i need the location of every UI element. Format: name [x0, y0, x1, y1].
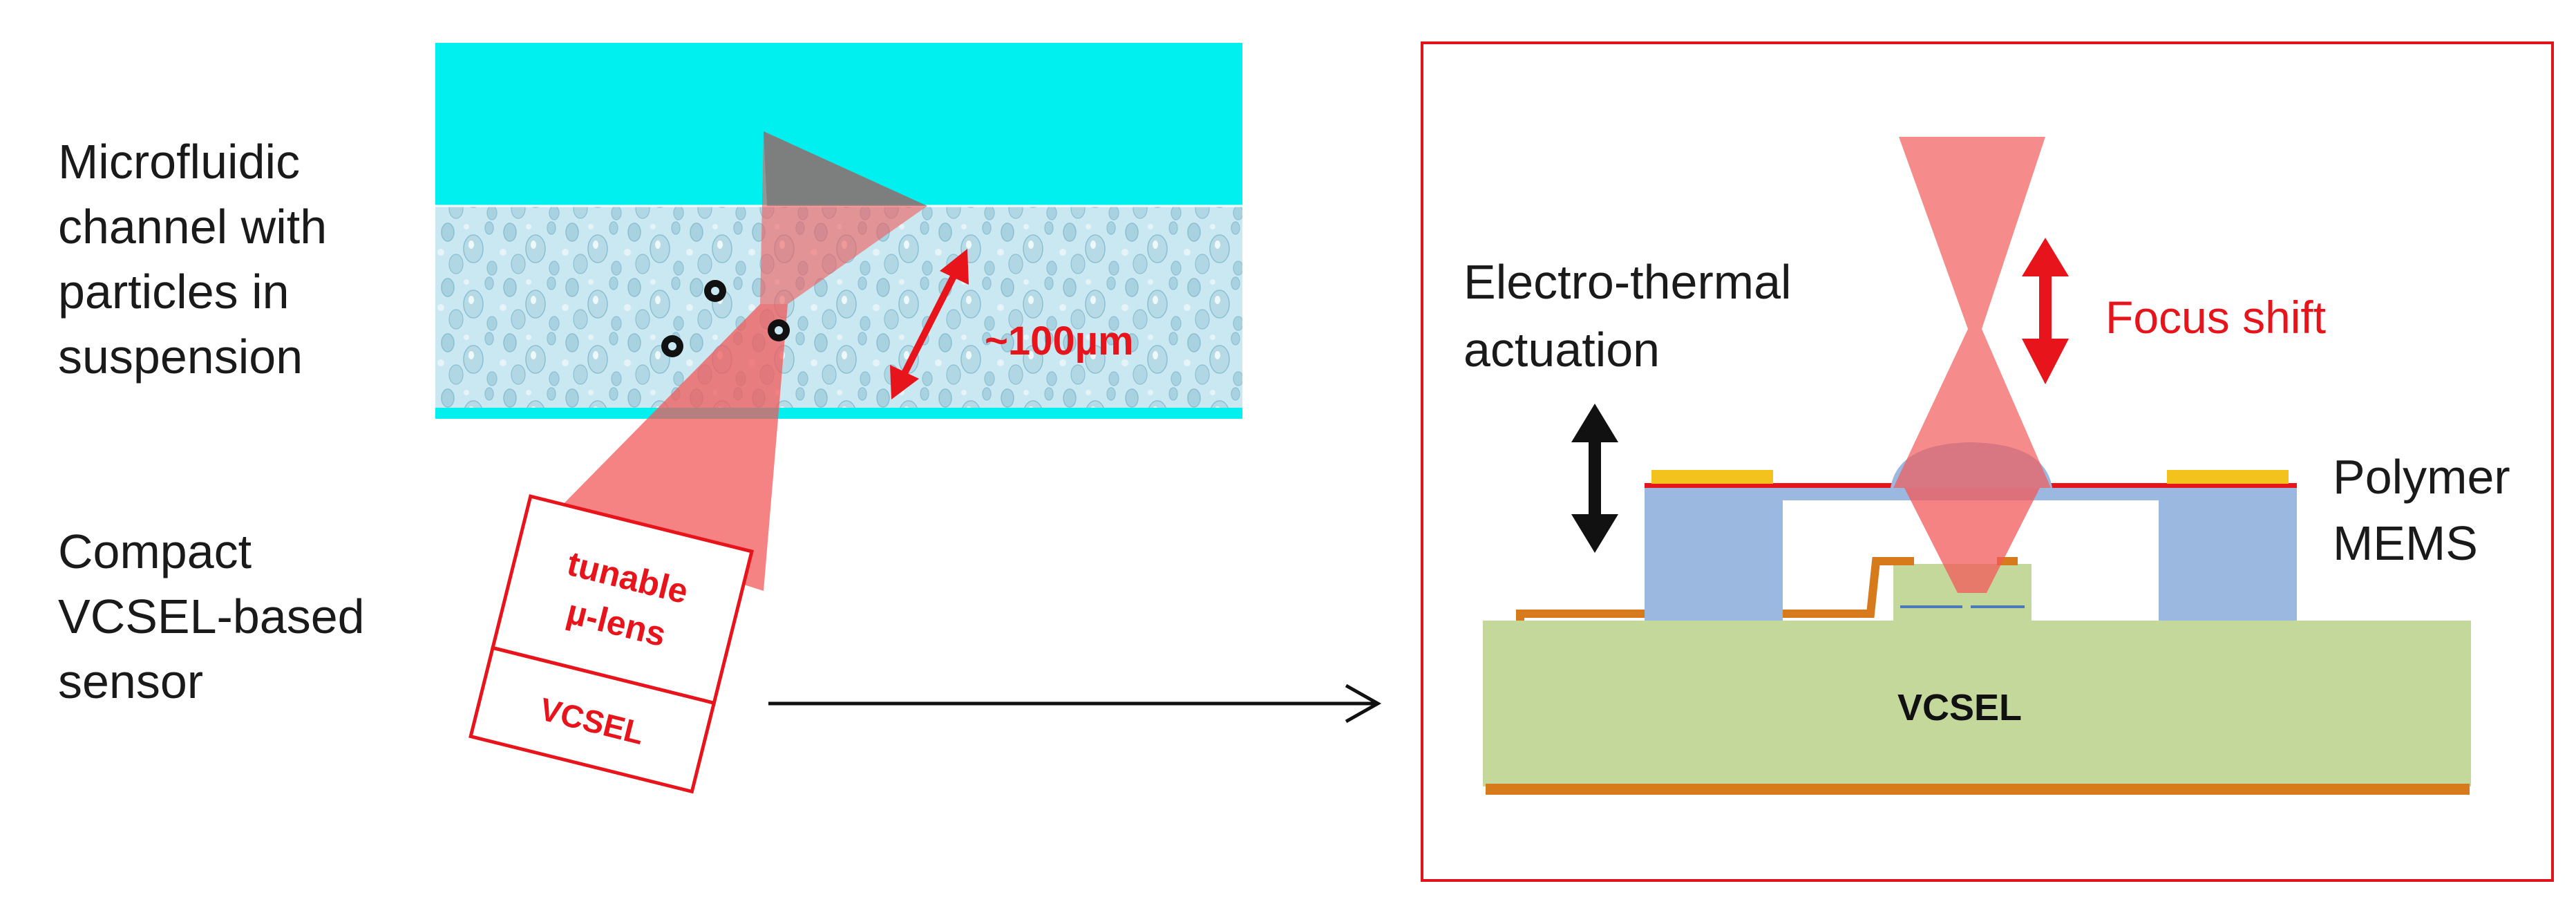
- actuation-arrow: [1571, 404, 1618, 553]
- particle: [704, 280, 726, 302]
- bottom-electrode: [1486, 784, 2470, 795]
- substrate-label: VCSEL: [1897, 687, 2022, 728]
- particles: [661, 280, 790, 357]
- zoom-arrow: [768, 683, 1382, 724]
- channel-label-line1: Microfluidic: [58, 135, 300, 189]
- distance-label: ~100µm: [985, 319, 1134, 364]
- channel-label-line4: suspension: [58, 330, 303, 384]
- right-pillar: [2159, 488, 2297, 621]
- sensor-label-line3: sensor: [58, 654, 203, 708]
- particle: [661, 335, 683, 357]
- channel-label-line2: channel with: [58, 200, 327, 254]
- left-pillar: [1645, 488, 1783, 621]
- right-contact-pad: [2167, 470, 2289, 484]
- focus-beam: [1893, 137, 2051, 593]
- sensor-label-line2: VCSEL-based: [58, 589, 365, 643]
- particle: [768, 319, 790, 341]
- sensor-label-line1: Compact: [58, 525, 252, 578]
- actuation-label-line1: Electro-thermal: [1464, 255, 1792, 309]
- vcsel-box: [468, 645, 717, 794]
- channel-bottom-wall: [435, 408, 1242, 419]
- polymer-label-line2: MEMS: [2333, 516, 2478, 570]
- polymer-label-line1: Polymer: [2333, 450, 2510, 504]
- left-contact-pad: [1651, 470, 1773, 484]
- focus-shift-label: Focus shift: [2105, 292, 2326, 343]
- actuation-label-line2: actuation: [1464, 323, 1660, 377]
- top-electrode: [1516, 557, 1914, 621]
- vcsel-substrate: [1483, 621, 2471, 786]
- distance-arrow: [890, 249, 969, 399]
- channel-label-line3: particles in: [58, 265, 290, 319]
- tilted-sensor: tunable µ-lens VCSEL: [468, 494, 754, 794]
- focus-shift-arrow: [2022, 238, 2069, 384]
